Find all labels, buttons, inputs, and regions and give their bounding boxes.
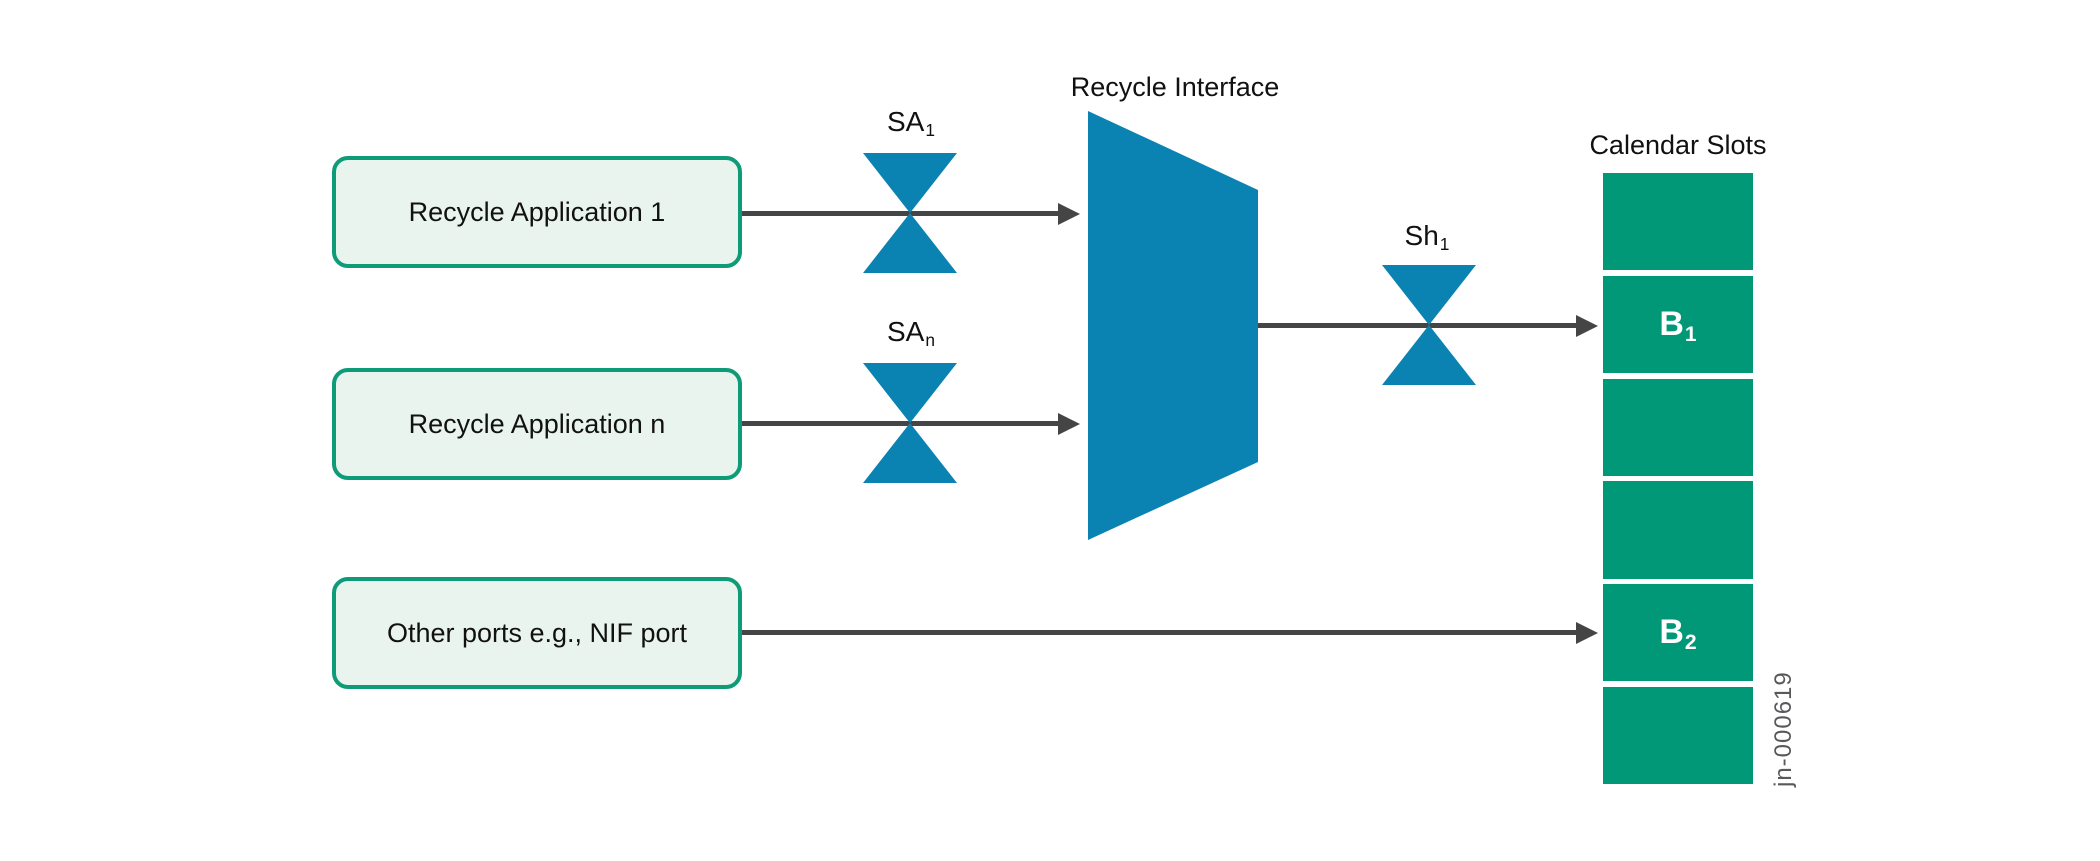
arrow-line-interface-to-b1 [1258, 323, 1576, 328]
shaper-san-bowtie-icon [863, 363, 957, 483]
arrowhead-icon [1058, 202, 1080, 225]
recycle-interface-label: Recycle Interface [1070, 72, 1280, 102]
calendar-slot [1603, 481, 1753, 579]
shaper-sh1-bowtie-icon [1382, 265, 1476, 385]
calendar-slot [1603, 173, 1753, 271]
calendar-slot [1603, 686, 1753, 785]
calendar-slots-title: Calendar Slots [1589, 130, 1767, 160]
arrow-line-app1-to-interface [742, 211, 1058, 216]
shaper-sa1-bowtie-icon [863, 153, 957, 273]
arrowhead-icon [1058, 412, 1080, 435]
other-ports-label: Other ports e.g., NIF port [386, 617, 688, 648]
recycle-application-n-box: Recycle Application n [332, 368, 742, 480]
calendar-slot [1603, 378, 1753, 476]
slot-b2-label: B2 [1659, 613, 1697, 655]
calendar-slot-column: B1 B2 [1603, 173, 1753, 785]
arrow-line-appn-to-interface [742, 421, 1058, 426]
recycle-application-n-label: Recycle Application n [408, 408, 666, 439]
arrowhead-icon [1576, 621, 1598, 644]
figure-id: jn-000619 [1770, 671, 1797, 787]
calendar-slot-b2: B2 [1603, 584, 1753, 682]
recycle-application-1-box: Recycle Application 1 [332, 156, 742, 268]
arrowhead-icon [1576, 314, 1598, 337]
recycle-application-1-label: Recycle Application 1 [408, 196, 666, 227]
shaper-san-label: SAn [886, 316, 935, 350]
calendar-slot-b1: B1 [1603, 275, 1753, 374]
arrow-line-otherports-to-b2 [742, 630, 1576, 635]
slot-b1-label: B1 [1659, 304, 1697, 346]
other-ports-box: Other ports e.g., NIF port [332, 577, 742, 689]
shaper-sa1-label: SA1 [886, 106, 935, 140]
shaper-sh1-label: Sh1 [1404, 220, 1450, 254]
recycle-interface-trapezoid-icon [1088, 111, 1258, 540]
